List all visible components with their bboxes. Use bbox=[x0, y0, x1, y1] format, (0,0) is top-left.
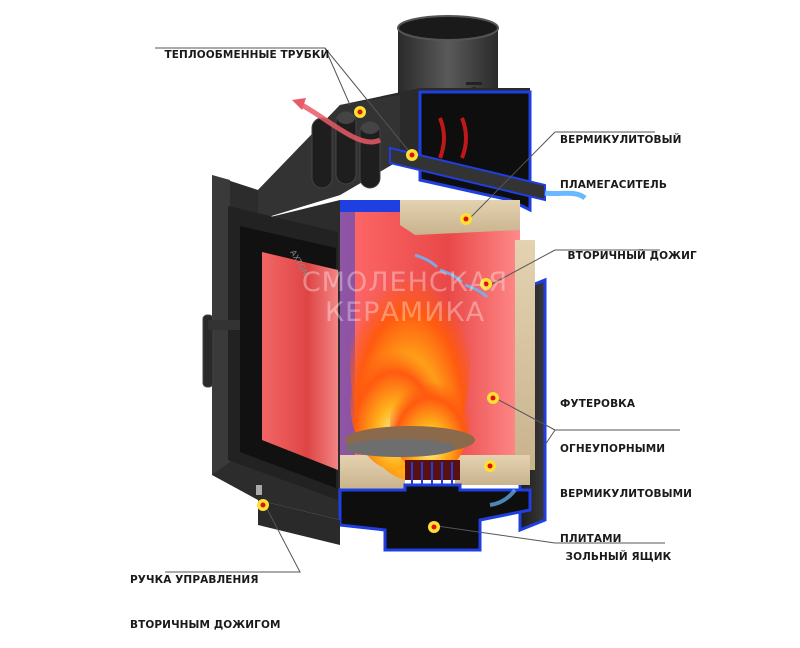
callout-text: ВТОРИЧНЫЙ ДОЖИГ bbox=[567, 250, 697, 262]
callout-ash-box: ЗОЛЬНЫЙ ЯЩИК bbox=[558, 535, 672, 565]
secondary-air-pipe bbox=[389, 146, 587, 202]
watermark: СМОЛЕНСКАЯ КЕРАМИКА bbox=[285, 268, 525, 328]
fireplace-cutaway-diagram: AXTON СМОЛЕНСКАЯ КЕРАМИКА ТЕПЛООБМЕННЫЕ … bbox=[130, 15, 697, 631]
callout-text: ТЕПЛООБМЕННЫЕ ТРУБКИ bbox=[164, 49, 330, 61]
fireplace-illustration: AXTON bbox=[155, 15, 680, 573]
callout-heat-exchange-tubes: ТЕПЛООБМЕННЫЕ ТРУБКИ bbox=[157, 33, 330, 63]
marker-lining bbox=[487, 392, 499, 404]
marker-lining-2 bbox=[484, 460, 496, 472]
watermark-line-2: КЕРАМИКА bbox=[324, 297, 486, 328]
heat-exchange-tubes bbox=[292, 98, 382, 189]
callout-vermiculite-baffle: ВЕРМИКУЛИТОВЫЙ ПЛАМЕГАСИТЕЛЬ bbox=[560, 103, 681, 208]
callout-line-1: РУЧКА УПРАВЛЕНИЯ bbox=[130, 574, 259, 586]
callout-secondary-combustion-handle: РУЧКА УПРАВЛЕНИЯ ВТОРИЧНЫМ ДОЖИГОМ bbox=[130, 543, 281, 648]
callout-secondary-combustion: ВТОРИЧНЫЙ ДОЖИГ bbox=[560, 234, 697, 264]
callout-line-1: ВЕРМИКУЛИТОВЫЙ bbox=[560, 134, 682, 146]
callout-line-2: ВТОРИЧНЫМ ДОЖИГОМ bbox=[130, 619, 281, 631]
callout-line-1: ФУТЕРОВКА bbox=[560, 398, 636, 410]
marker-secondary bbox=[480, 278, 492, 290]
callout-line-4: ПЛИТАМИ bbox=[560, 533, 622, 545]
marker-handle bbox=[257, 499, 269, 511]
secondary-air-handle bbox=[256, 485, 262, 495]
secondary-air-streams bbox=[414, 253, 489, 299]
vermiculite-lining bbox=[340, 200, 535, 490]
watermark-line-1: СМОЛЕНСКАЯ bbox=[301, 267, 509, 298]
logs bbox=[345, 426, 475, 457]
callout-line-2: ПЛАМЕГАСИТЕЛЬ bbox=[560, 179, 667, 191]
marker-tubes bbox=[354, 106, 366, 118]
callout-refractory-lining: ФУТЕРОВКА ОГНЕУПОРНЫМИ ВЕРМИКУЛИТОВЫМИ П… bbox=[560, 367, 692, 562]
callout-line-2: ОГНЕУПОРНЫМИ bbox=[560, 443, 666, 455]
door-glass bbox=[262, 252, 338, 470]
ash-box bbox=[338, 483, 532, 552]
front-rail bbox=[258, 500, 340, 545]
door-handle bbox=[202, 314, 240, 388]
marker-baffle bbox=[460, 213, 472, 225]
marker-tubes-2 bbox=[406, 149, 418, 161]
leader-lines bbox=[155, 47, 680, 573]
marker-ash bbox=[428, 521, 440, 533]
callout-markers bbox=[257, 106, 499, 533]
callout-line-3: ВЕРМИКУЛИТОВЫМИ bbox=[560, 488, 693, 500]
callout-text: ЗОЛЬНЫЙ ЯЩИК bbox=[565, 551, 672, 563]
